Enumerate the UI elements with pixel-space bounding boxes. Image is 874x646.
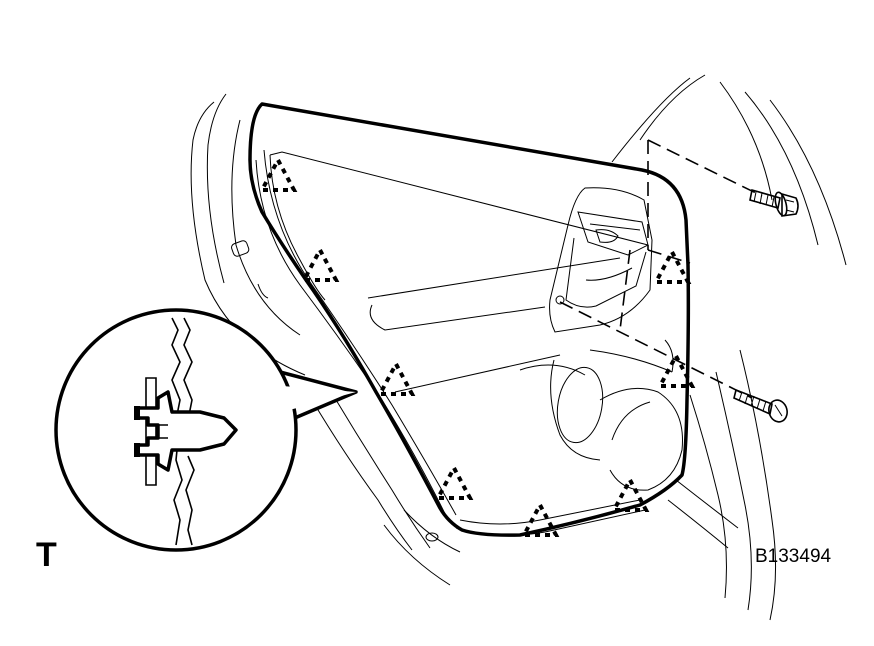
door-trim-panel-outline xyxy=(248,102,691,537)
clip-location-marker-icon xyxy=(434,463,474,500)
clip-icon xyxy=(134,390,238,472)
clip-location-marker-icon xyxy=(520,500,560,537)
callout-pointer-cover xyxy=(270,385,356,412)
door-trim-details xyxy=(255,149,683,536)
clip-detail-callout xyxy=(54,308,356,552)
bolt-icon xyxy=(749,188,799,217)
clip-location-marker-icon xyxy=(300,245,340,282)
view-label: T xyxy=(36,536,57,574)
clip-location-marker-icon xyxy=(258,155,298,192)
clip-location-marker-icon xyxy=(652,247,692,284)
clip-location-marker-icon xyxy=(656,351,696,388)
vehicle-body-outline xyxy=(190,74,847,621)
screw-icon xyxy=(733,388,788,423)
figure-id: B133494 xyxy=(755,546,832,567)
clip-markers-group xyxy=(258,155,696,537)
clip-location-marker-icon xyxy=(376,359,416,396)
clip-location-marker-icon xyxy=(610,475,650,512)
fastener-leader-lines xyxy=(559,139,763,399)
